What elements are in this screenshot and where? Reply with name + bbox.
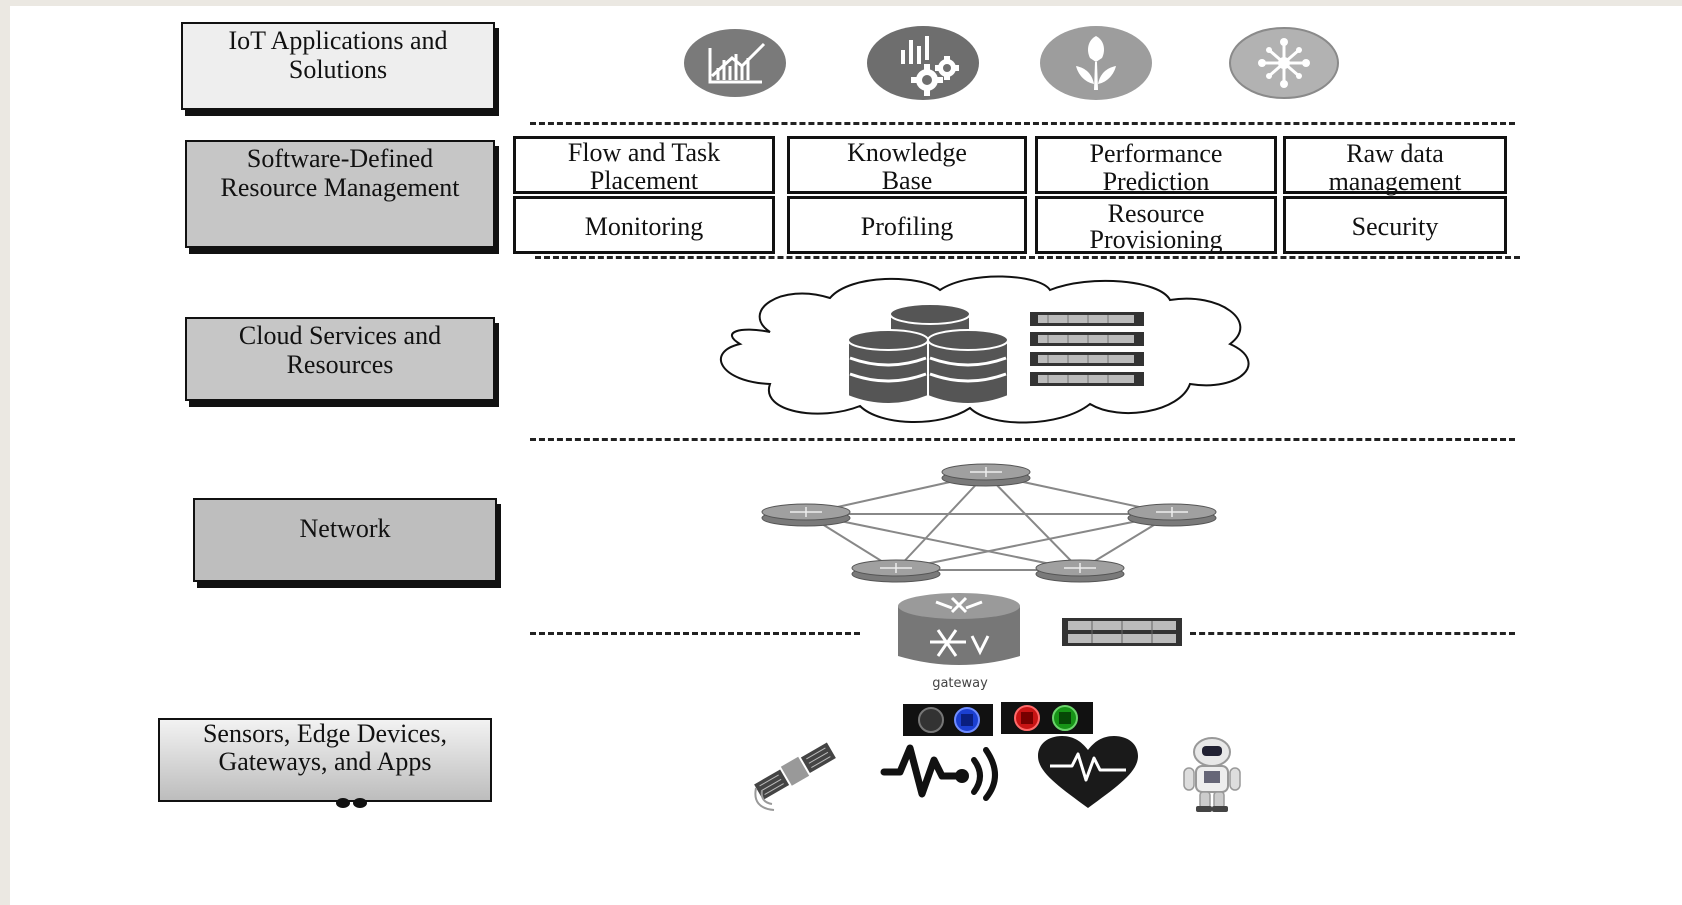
sound-wave-icon bbox=[880, 744, 998, 801]
module-profiling: Profiling bbox=[787, 196, 1027, 254]
router-mesh-icon bbox=[761, 463, 1217, 583]
network-hub-icon bbox=[1229, 27, 1339, 99]
module-raw-data-management: Raw data management bbox=[1283, 136, 1507, 196]
layer-cloud-services: Cloud Services and Resources bbox=[185, 317, 495, 401]
connector-feet-decoration bbox=[336, 798, 367, 808]
database-cylinders-icon bbox=[847, 303, 1009, 405]
module-label: Profiling bbox=[860, 212, 954, 241]
module-label: Security bbox=[1351, 212, 1439, 241]
agriculture-plant-icon bbox=[1040, 26, 1152, 100]
router-node bbox=[761, 463, 1217, 583]
layer-network: Network bbox=[193, 498, 497, 582]
gateway-server-icon bbox=[1062, 618, 1182, 646]
heart-rate-icon bbox=[1038, 736, 1138, 808]
layer-iot-applications: IoT Applications and Solutions bbox=[181, 22, 495, 110]
module-label: Performance Prediction bbox=[1089, 139, 1223, 196]
module-resource-provisioning: Resource Provisioning bbox=[1035, 196, 1277, 254]
gateway-router-icon bbox=[898, 593, 1020, 665]
separator-cloud-network bbox=[530, 438, 1515, 441]
layer-sensors-edge: Sensors, Edge Devices, Gateways, and App… bbox=[158, 718, 492, 802]
module-label: Flow and Task Placement bbox=[567, 138, 721, 195]
module-label: Monitoring bbox=[584, 212, 704, 241]
layer-sensors-label: Sensors, Edge Devices, Gateways, and App… bbox=[202, 719, 448, 776]
layer-network-label: Network bbox=[299, 514, 391, 543]
module-label: Knowledge Base bbox=[847, 138, 967, 195]
chip-board-icon bbox=[903, 704, 993, 736]
server-rack-icon bbox=[1030, 312, 1144, 386]
module-security: Security bbox=[1283, 196, 1507, 254]
gateway-label: gateway bbox=[932, 676, 988, 691]
robot-icon bbox=[1183, 737, 1241, 812]
layer-sdrm-label: Software-Defined Resource Management bbox=[220, 144, 460, 202]
module-knowledge-base: Knowledge Base bbox=[787, 136, 1027, 195]
separator-network-edge-left bbox=[530, 632, 860, 635]
chip-board-icon bbox=[1001, 702, 1093, 734]
analytics-gear-icon bbox=[867, 26, 979, 100]
module-flow-task-placement: Flow and Task Placement bbox=[513, 136, 775, 195]
analytics-chart-icon bbox=[684, 29, 786, 97]
module-label: Resource Provisioning bbox=[1089, 199, 1223, 254]
layer-iot-label: IoT Applications and Solutions bbox=[228, 26, 448, 84]
satellite-icon bbox=[754, 742, 836, 811]
module-label: Raw data management bbox=[1328, 139, 1462, 196]
layer-software-defined-resource-management: Software-Defined Resource Management bbox=[185, 140, 495, 248]
separator-apps-sdrm bbox=[530, 122, 1515, 125]
module-performance-prediction: Performance Prediction bbox=[1035, 136, 1277, 196]
diagram-canvas: IoT Applications and Solutions Software-… bbox=[10, 6, 1682, 905]
separator-sdrm-cloud bbox=[535, 256, 1520, 259]
separator-network-edge-right bbox=[1190, 632, 1515, 635]
layer-cloud-label: Cloud Services and Resources bbox=[238, 321, 442, 379]
module-monitoring: Monitoring bbox=[513, 196, 775, 254]
